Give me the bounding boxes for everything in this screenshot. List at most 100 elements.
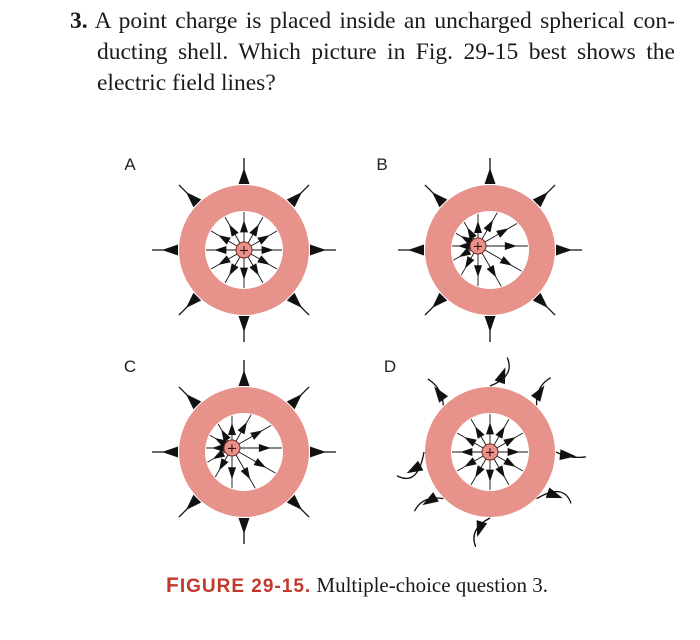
- arrow-inner: [212, 449, 226, 460]
- field-line-outer: [396, 451, 425, 480]
- panel-label: A: [124, 155, 136, 174]
- arrow-inner: [221, 429, 231, 442]
- panel-b: B+: [376, 155, 582, 342]
- arrow-inner: [464, 457, 477, 467]
- arrow-inner: [240, 467, 251, 480]
- arrow-outer: [186, 192, 202, 208]
- arrow-outer: [559, 449, 576, 461]
- panel-d: D+: [384, 357, 586, 548]
- field-line-outer: [489, 357, 510, 387]
- arrow-outer: [484, 168, 496, 184]
- arrow-inner: [228, 467, 236, 480]
- arrow-outer: [310, 244, 326, 256]
- arrow-inner: [458, 247, 472, 258]
- arrow-outer: [238, 316, 250, 332]
- arrow-inner: [464, 256, 475, 269]
- arrow-inner: [253, 458, 266, 468]
- field-line-outer: [536, 491, 572, 504]
- arrow-outer: [432, 292, 448, 308]
- question-number: 3.: [70, 8, 88, 34]
- arrow-outer: [434, 386, 449, 403]
- arrow-outer: [532, 292, 548, 308]
- arrow-inner: [495, 426, 505, 439]
- arrow-outer: [545, 487, 563, 499]
- arrow-inner: [503, 457, 516, 467]
- arrow-outer: [238, 518, 250, 534]
- arrow-inner: [211, 444, 224, 452]
- arrow-outer: [286, 394, 302, 410]
- panel-label: B: [376, 155, 387, 174]
- field-line-outer: [473, 517, 491, 548]
- arrow-outer: [476, 520, 488, 538]
- arrow-inner: [214, 246, 227, 254]
- arrow-inner: [504, 242, 517, 250]
- conducting-shell: [425, 387, 555, 517]
- arrow-outer: [162, 446, 178, 458]
- arrow-outer: [162, 244, 178, 256]
- arrow-inner: [496, 228, 509, 238]
- charge-symbol: +: [239, 244, 250, 259]
- arrow-inner: [495, 465, 505, 478]
- arrow-outer: [408, 244, 424, 256]
- arrow-inner: [229, 263, 239, 276]
- arrow-outer: [186, 494, 202, 510]
- arrow-inner: [258, 444, 271, 452]
- charge-symbol: +: [485, 446, 496, 461]
- question-line-3: electric field lines?: [97, 70, 276, 96]
- point-charge: [235, 241, 253, 259]
- arrow-inner: [486, 422, 494, 435]
- conducting-shell: [179, 185, 309, 315]
- arrow-inner: [503, 437, 516, 447]
- arrow-inner: [257, 255, 270, 265]
- arrow-outer: [484, 316, 496, 332]
- arrow-inner: [250, 430, 263, 440]
- panel-label: C: [124, 357, 136, 376]
- charge-symbol: +: [473, 240, 484, 255]
- conducting-shell: [179, 387, 309, 517]
- caption-label: FIGURE 29-15.: [166, 574, 312, 597]
- arrow-inner: [457, 242, 470, 250]
- arrow-outer: [238, 370, 250, 386]
- question-line-2: ducting shell. Which picture in Fig. 29-…: [97, 39, 675, 65]
- arrow-inner: [474, 265, 482, 278]
- arrow-inner: [464, 437, 477, 447]
- arrow-outer: [406, 460, 424, 474]
- arrow-outer: [310, 446, 326, 458]
- arrow-outer: [532, 192, 548, 208]
- arrow-outer: [238, 168, 250, 184]
- point-charge: [481, 443, 499, 461]
- conducting-shell: [425, 185, 555, 315]
- arrow-inner: [483, 220, 493, 233]
- arrow-outer: [494, 367, 506, 385]
- arrow-inner: [467, 227, 477, 240]
- arrow-inner: [475, 465, 485, 478]
- arrow-outer: [186, 394, 202, 410]
- arrow-inner: [240, 267, 248, 280]
- arrow-inner: [460, 448, 473, 456]
- field-line-outer: [535, 377, 552, 406]
- arrow-inner: [474, 220, 482, 233]
- caption-text: Multiple-choice question 3.: [316, 573, 548, 597]
- field-line-outer: [413, 497, 444, 512]
- panel-a: A+: [124, 155, 336, 342]
- arrow-inner: [228, 422, 236, 435]
- arrow-inner: [486, 469, 494, 482]
- arrow-outer: [286, 192, 302, 208]
- arrow-inner: [240, 220, 248, 233]
- arrow-inner: [218, 458, 229, 471]
- point-charge: [469, 237, 487, 255]
- arrow-outer: [286, 494, 302, 510]
- arrow-inner: [257, 235, 270, 245]
- panel-c: C+: [124, 357, 336, 544]
- charge-symbol: +: [227, 442, 238, 457]
- figure-caption: FIGURE 29-15. Multiple-choice question 3…: [166, 573, 548, 598]
- arrow-inner: [218, 255, 231, 265]
- arrow-outer: [422, 492, 439, 506]
- question-text: 3. A point charge is placed inside an un…: [70, 6, 675, 99]
- arrow-inner: [218, 235, 231, 245]
- arrow-inner: [499, 256, 512, 266]
- arrow-outer: [556, 244, 572, 256]
- arrow-inner: [237, 422, 247, 435]
- arrow-outer: [432, 192, 448, 208]
- arrow-inner: [249, 224, 259, 237]
